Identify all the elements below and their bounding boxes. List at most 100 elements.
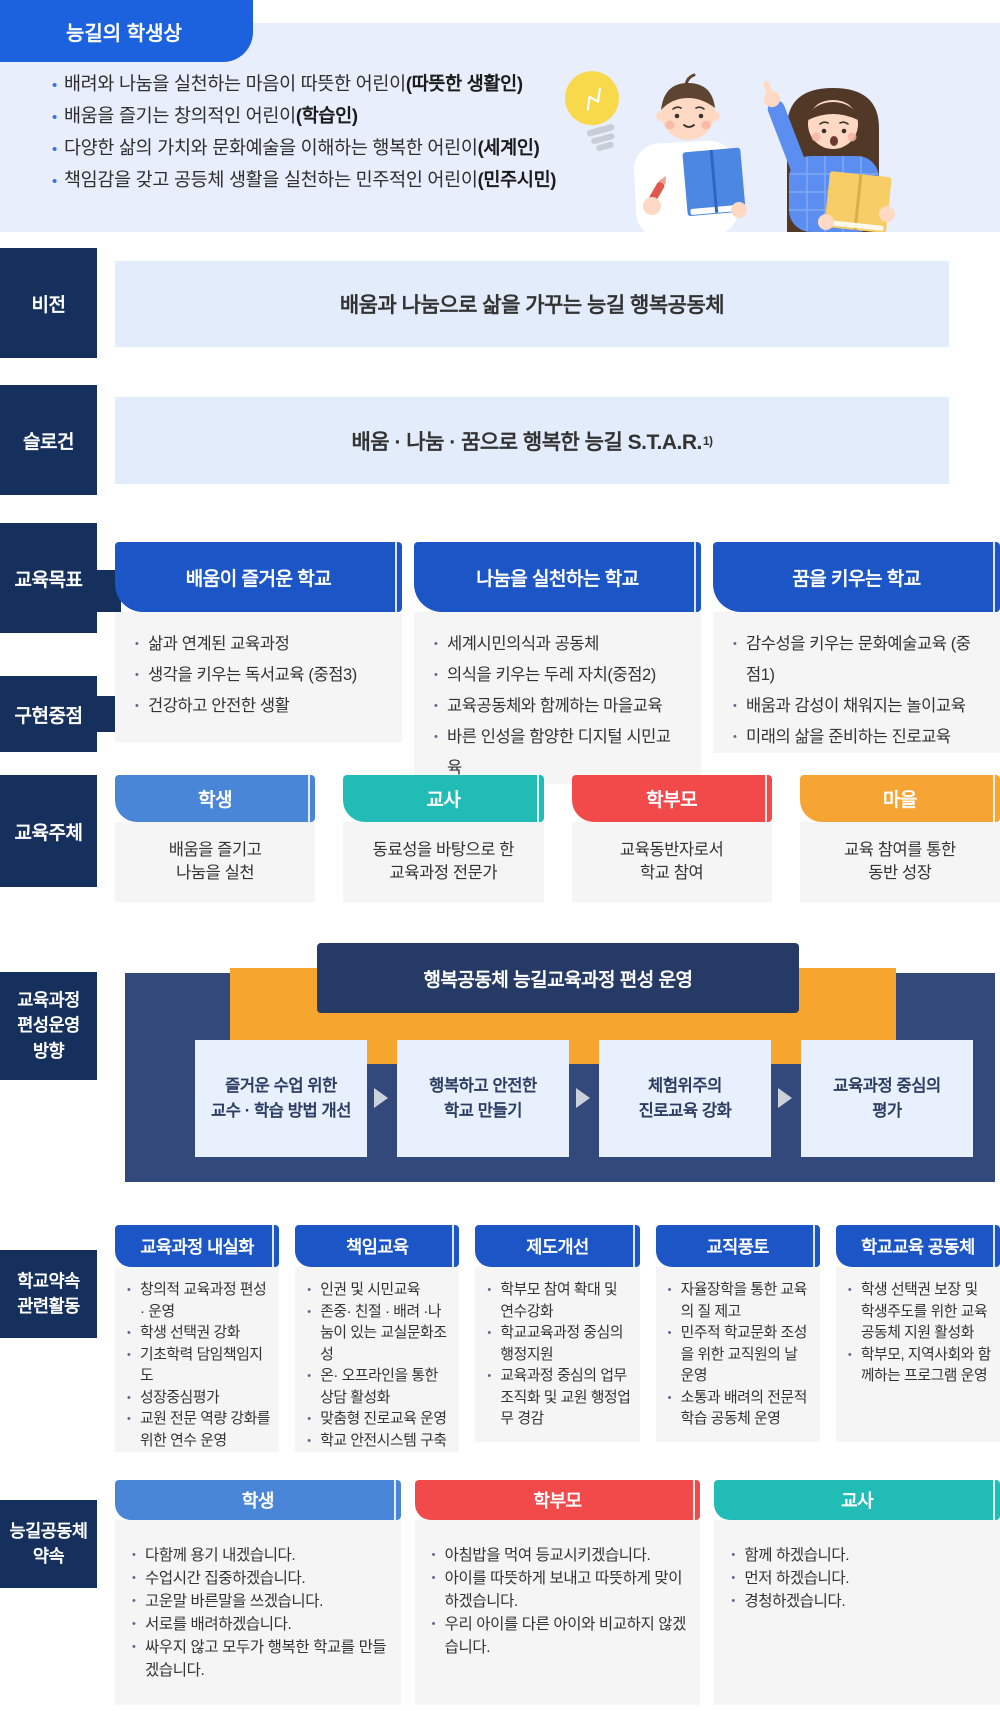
goal-column-body: 세계시민의식과 공동체의식을 키우는 두레 자치(중점2)교육공동체와 함께하는…: [414, 612, 701, 784]
hero-title-tab: 능길의 학생상: [0, 0, 253, 62]
activity-item: 성장중심평가: [127, 1388, 271, 1410]
promise-item: 우리 아이를 다른 아이와 비교하지 않겠습니다.: [432, 1613, 687, 1659]
hero-bullet: •배움을 즐기는 창의적인 어린이 (학습인): [52, 105, 358, 126]
slogan-statement: 배움 · 나눔 · 꿈으로 행복한 능길 S.T.A.R.1): [115, 397, 949, 484]
subject-column-header: 교사: [343, 775, 544, 822]
goal-item: 바른 인성을 함양한 디지털 시민교육: [434, 722, 685, 784]
promise-column-student: 학생 다함께 용기 내겠습니다.수업시간 집중하겠습니다.고운말 바른말을 쓰겠…: [115, 1480, 401, 1705]
activity-item: 학생 선택권 보장 및 학생주도를 위한 교육공동체 지원 활성화: [848, 1280, 992, 1345]
promise-item: 서로를 배려하겠습니다.: [132, 1613, 387, 1636]
promise-column-teacher: 교사 함께 하겠습니다.먼저 하겠습니다.경청하겠습니다.: [714, 1480, 1000, 1705]
bullet-dot-icon: •: [52, 109, 57, 126]
hero-bullet: •다양한 삶의 가치와 문화예술을 이해하는 행복한 어린이 (세계인): [52, 137, 540, 158]
activity-column-body: 학생 선택권 보장 및 학생주도를 위한 교육공동체 지원 활성화학부모, 지역…: [835, 1267, 1000, 1442]
activity-item: 온· 오프라인을 통한 상담 활성화: [307, 1366, 451, 1409]
promise-item: 먼저 하겠습니다.: [731, 1567, 986, 1590]
promise-item: 아이를 따뜻하게 보내고 따뜻하게 맞이하겠습니다.: [432, 1567, 687, 1613]
hero-illustration: [564, 71, 895, 232]
goal-column: 꿈을 키우는 학교 감수성을 키우는 문화예술교육 (중점1)배움과 감성이 채…: [713, 542, 1000, 753]
promise-item: 수업시간 집중하겠습니다.: [132, 1567, 387, 1590]
promise-item: 아침밥을 먹여 등교시키겠습니다.: [432, 1544, 687, 1567]
hero-student-profile-list: •배려와 나눔을 실천하는 마음이 따뜻한 어린이 (따뜻한 생활인) •배움을…: [52, 70, 556, 198]
focus-label: 구현중점: [0, 676, 97, 752]
bullet-dot-icon: •: [52, 141, 57, 158]
bullet-dot-icon: •: [52, 173, 57, 190]
activity-item: 학부모, 지역사회와 함께하는 프로그램 운영: [848, 1345, 992, 1388]
promise-item: 다함께 용기 내겠습니다.: [132, 1544, 387, 1567]
goal-item: 삶과 연계된 교육과정: [135, 629, 386, 660]
activity-item: 존중· 친절 · 배려 ·나눔이 있는 교실문화조성: [307, 1302, 451, 1367]
promise-column-body: 함께 하겠습니다.먼저 하겠습니다.경청하겠습니다.: [714, 1520, 1000, 1705]
arrow-right-icon: [576, 1088, 590, 1108]
promise-item: 경청하겠습니다.: [731, 1590, 986, 1613]
goal-item: 생각을 키우는 독서교육 (중점3): [135, 660, 386, 691]
goal-column-header: 나눔을 실천하는 학교: [414, 542, 701, 612]
subjects-label: 교육주체: [0, 775, 97, 887]
promise-column-body: 아침밥을 먹여 등교시키겠습니다.아이를 따뜻하게 보내고 따뜻하게 맞이하겠습…: [414, 1520, 701, 1705]
activity-column-body: 인권 및 시민교육존중· 친절 · 배려 ·나눔이 있는 교실문화조성온· 오프…: [295, 1267, 460, 1453]
activity-item: 맞춤형 진로교육 운영: [307, 1409, 451, 1431]
goals-columns: 배움이 즐거운 학교 삶과 연계된 교육과정생각을 키우는 독서교육 (중점3)…: [115, 542, 1000, 784]
goal-column-body: 감수성을 키우는 문화예술교육 (중점1)배움과 감성이 채워지는 놀이교육미래…: [713, 612, 1000, 753]
footnote-marker: 1): [702, 433, 713, 448]
curriculum-banner: 행복공동체 능길교육과정 편성 운영: [317, 943, 799, 1013]
activity-column: 교직풍토 자율장학을 통한 교육의 질 제고민주적 학교문화 조성을 위한 교직…: [655, 1225, 820, 1442]
hero-bullet: •배려와 나눔을 실천하는 마음이 따뜻한 어린이 (따뜻한 생활인): [52, 73, 523, 94]
arrow-right-icon: [778, 1088, 792, 1108]
activity-item: 학교교육과정 중심의 행정지원: [487, 1323, 631, 1366]
activity-item: 학교 안전시스템 구축: [307, 1431, 451, 1453]
slogan-label: 슬로건: [0, 385, 97, 495]
goal-item: 세계시민의식과 공동체: [434, 629, 685, 660]
subject-column-header: 학생: [115, 775, 316, 822]
activity-column-header: 책임교육: [295, 1225, 460, 1267]
goals-label: 교육목표: [0, 523, 97, 633]
lightbulb-icon: [564, 71, 619, 151]
activity-item: 민주적 학교문화 조성을 위한 교직원의 날 운영: [668, 1323, 812, 1388]
arrow-right-icon: [374, 1088, 388, 1108]
goal-item: 건강하고 안전한 생활: [135, 691, 386, 722]
vision-label: 비전: [0, 248, 97, 358]
bullet-dot-icon: •: [52, 77, 57, 94]
girl-pointing-icon: [763, 81, 895, 232]
activity-item: 창의적 교육과정 편성 · 운영: [127, 1280, 271, 1323]
goal-column-body: 삶과 연계된 교육과정생각을 키우는 독서교육 (중점3)건강하고 안전한 생활: [115, 612, 402, 742]
promise-column-body: 다함께 용기 내겠습니다.수업시간 집중하겠습니다.고운말 바른말을 쓰겠습니다…: [115, 1520, 401, 1705]
activity-item: 교육과정 중심의 업무조직화 및 교원 행정업무 경감: [487, 1366, 631, 1431]
activity-item: 교원 전문 역량 강화를 위한 연수 운영: [127, 1409, 271, 1452]
goal-item: 의식을 키우는 두레 자치(중점2): [434, 660, 685, 691]
hero-bullet: •책임감을 갖고 공등체 생활을 실천하는 민주적인 어린이 (민주시민): [52, 169, 557, 190]
goal-item: 교육공동체와 함께하는 마을교육: [434, 691, 685, 722]
activity-column-header: 교직풍토: [655, 1225, 820, 1267]
activity-column: 책임교육 인권 및 시민교육존중· 친절 · 배려 ·나눔이 있는 교실문화조성…: [295, 1225, 460, 1452]
activity-column: 학교교육 공동체 학생 선택권 보장 및 학생주도를 위한 교육공동체 지원 활…: [835, 1225, 1000, 1442]
promise-item: 싸우지 않고 모두가 행복한 학교를 만들겠습니다.: [132, 1636, 387, 1682]
subject-column-header: 학부모: [571, 775, 772, 822]
activity-column-body: 자율장학을 통한 교육의 질 제고민주적 학교문화 조성을 위한 교직원의 날 …: [655, 1267, 820, 1442]
promise-column-header: 학부모: [414, 1480, 701, 1520]
activity-column-header: 교육과정 내실화: [115, 1225, 280, 1267]
hero-title: 능길의 학생상: [66, 22, 182, 45]
activity-item: 학부모 참여 확대 및 연수강화: [487, 1280, 631, 1323]
goal-column-header: 배움이 즐거운 학교: [115, 542, 402, 612]
activity-item: 소통과 배려의 전문적 학습 공동체 운영: [668, 1388, 812, 1431]
activity-column-header: 제도개선: [475, 1225, 640, 1267]
activity-item: 학생 선택권 강화: [127, 1323, 271, 1345]
promise-item: 고운말 바른말을 쓰겠습니다.: [132, 1590, 387, 1613]
promise-column-header: 학생: [115, 1480, 401, 1520]
goal-column-header: 꿈을 키우는 학교: [713, 542, 1000, 612]
